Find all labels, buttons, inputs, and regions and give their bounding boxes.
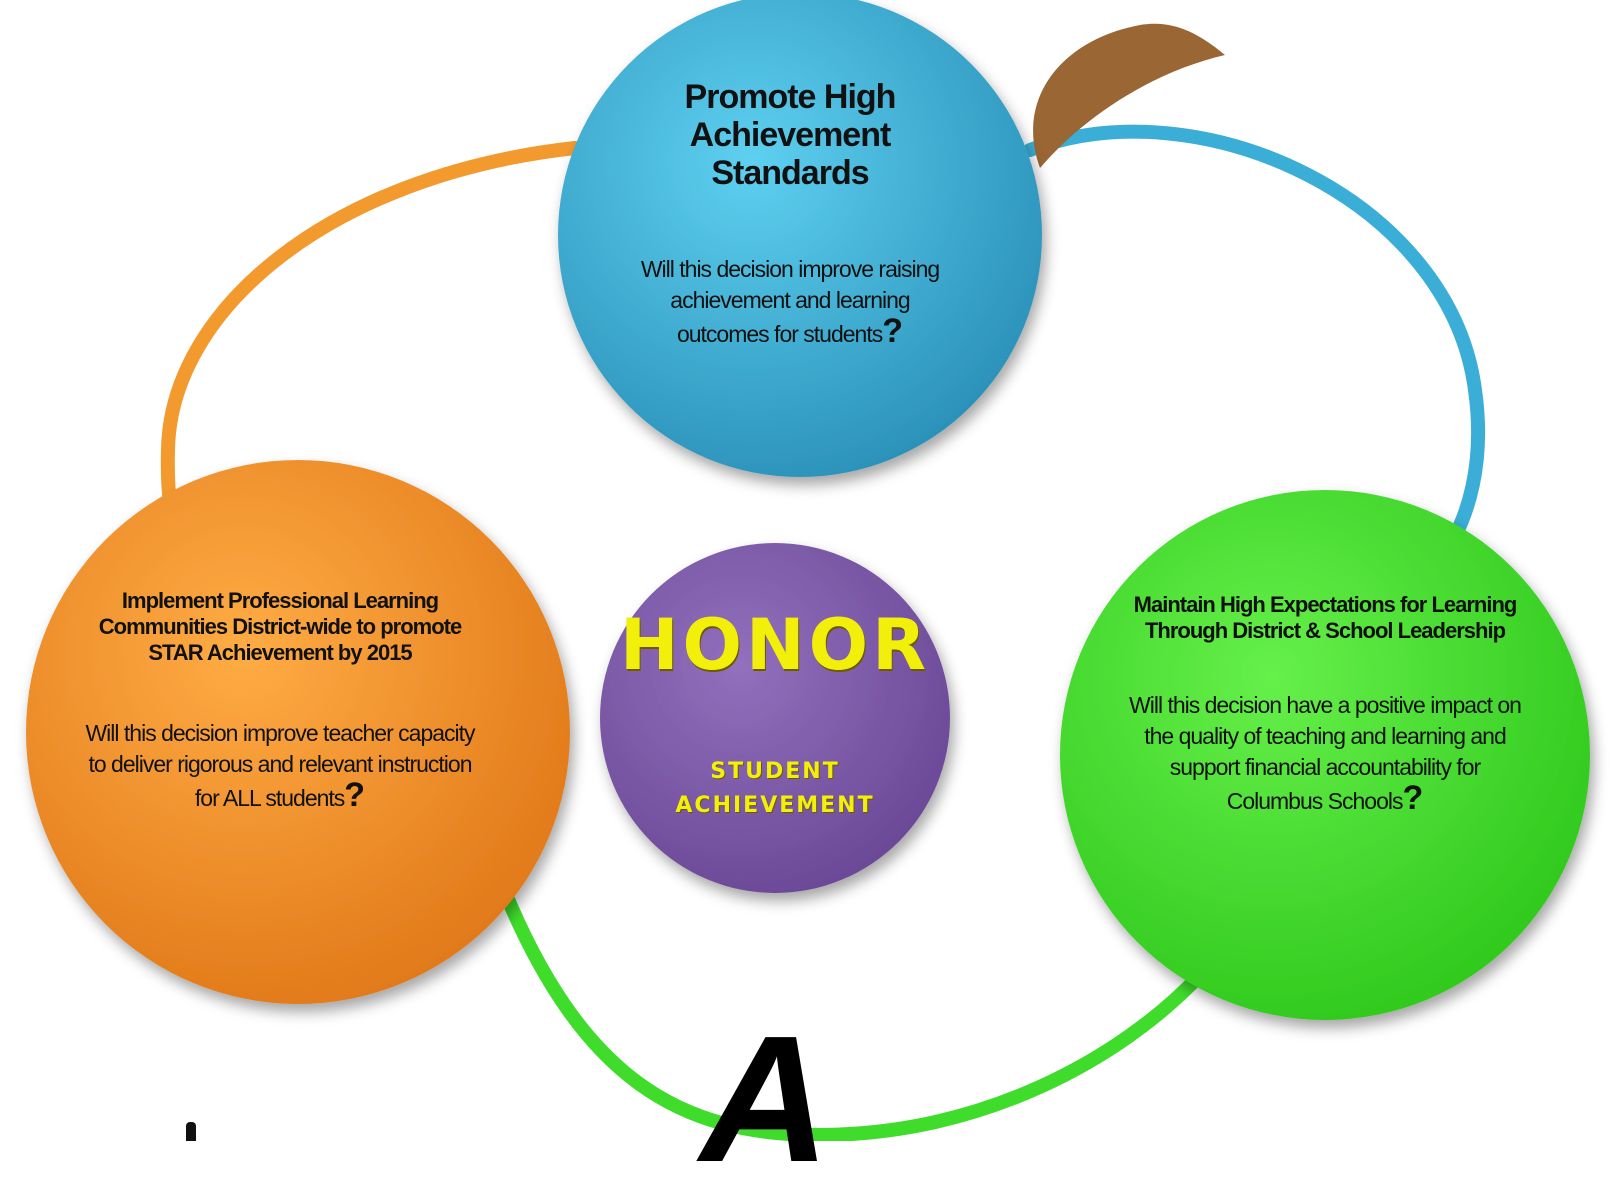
center-circle-text: HONOR STUDENT ACHIEVEMENT bbox=[610, 605, 940, 823]
right-circle bbox=[1060, 490, 1590, 1020]
top-circle-question-text: Will this decision improve raising achie… bbox=[640, 256, 940, 347]
top-circle-question: Will this decision improve raising achie… bbox=[640, 254, 940, 350]
bottom-letter: A bbox=[700, 999, 830, 1200]
green-ring-arc bbox=[493, 873, 1207, 1141]
top-circle-title: Promote High Achievement Standards bbox=[684, 78, 897, 192]
left-circle-question: Will this decision improve teacher capac… bbox=[80, 718, 480, 814]
left-circle-text: Implement Professional Learning Communit… bbox=[80, 588, 480, 814]
right-circle-text: Maintain High Expectations for Learning … bbox=[1125, 592, 1525, 817]
top-circle-question-mark: ? bbox=[882, 312, 904, 350]
right-circle-question: Will this decision have a positive impac… bbox=[1125, 690, 1525, 817]
left-circle-question-text: Will this decision improve teacher capac… bbox=[85, 720, 475, 811]
leaf-shape bbox=[1033, 23, 1225, 168]
center-circle-subtitle: STUDENT ACHIEVEMENT bbox=[675, 759, 875, 818]
left-circle-question-mark: ? bbox=[344, 776, 366, 814]
right-circle-question-mark: ? bbox=[1402, 779, 1424, 817]
right-circle-title: Maintain High Expectations for Learning … bbox=[1133, 592, 1518, 643]
bottom-mark-shape bbox=[186, 1122, 196, 1141]
top-circle-text: Promote High Achievement Standards Will … bbox=[640, 78, 940, 350]
right-circle-question-text: Will this decision have a positive impac… bbox=[1129, 692, 1522, 814]
left-circle-title: Implement Professional Learning Communit… bbox=[98, 588, 462, 665]
apple-cycle-diagram bbox=[26, 0, 1590, 1141]
center-circle bbox=[600, 543, 950, 893]
left-circle bbox=[26, 460, 570, 1004]
blue-ring-arc bbox=[1023, 124, 1486, 567]
center-circle-title: HONOR bbox=[619, 604, 931, 686]
top-circle bbox=[558, 0, 1042, 477]
